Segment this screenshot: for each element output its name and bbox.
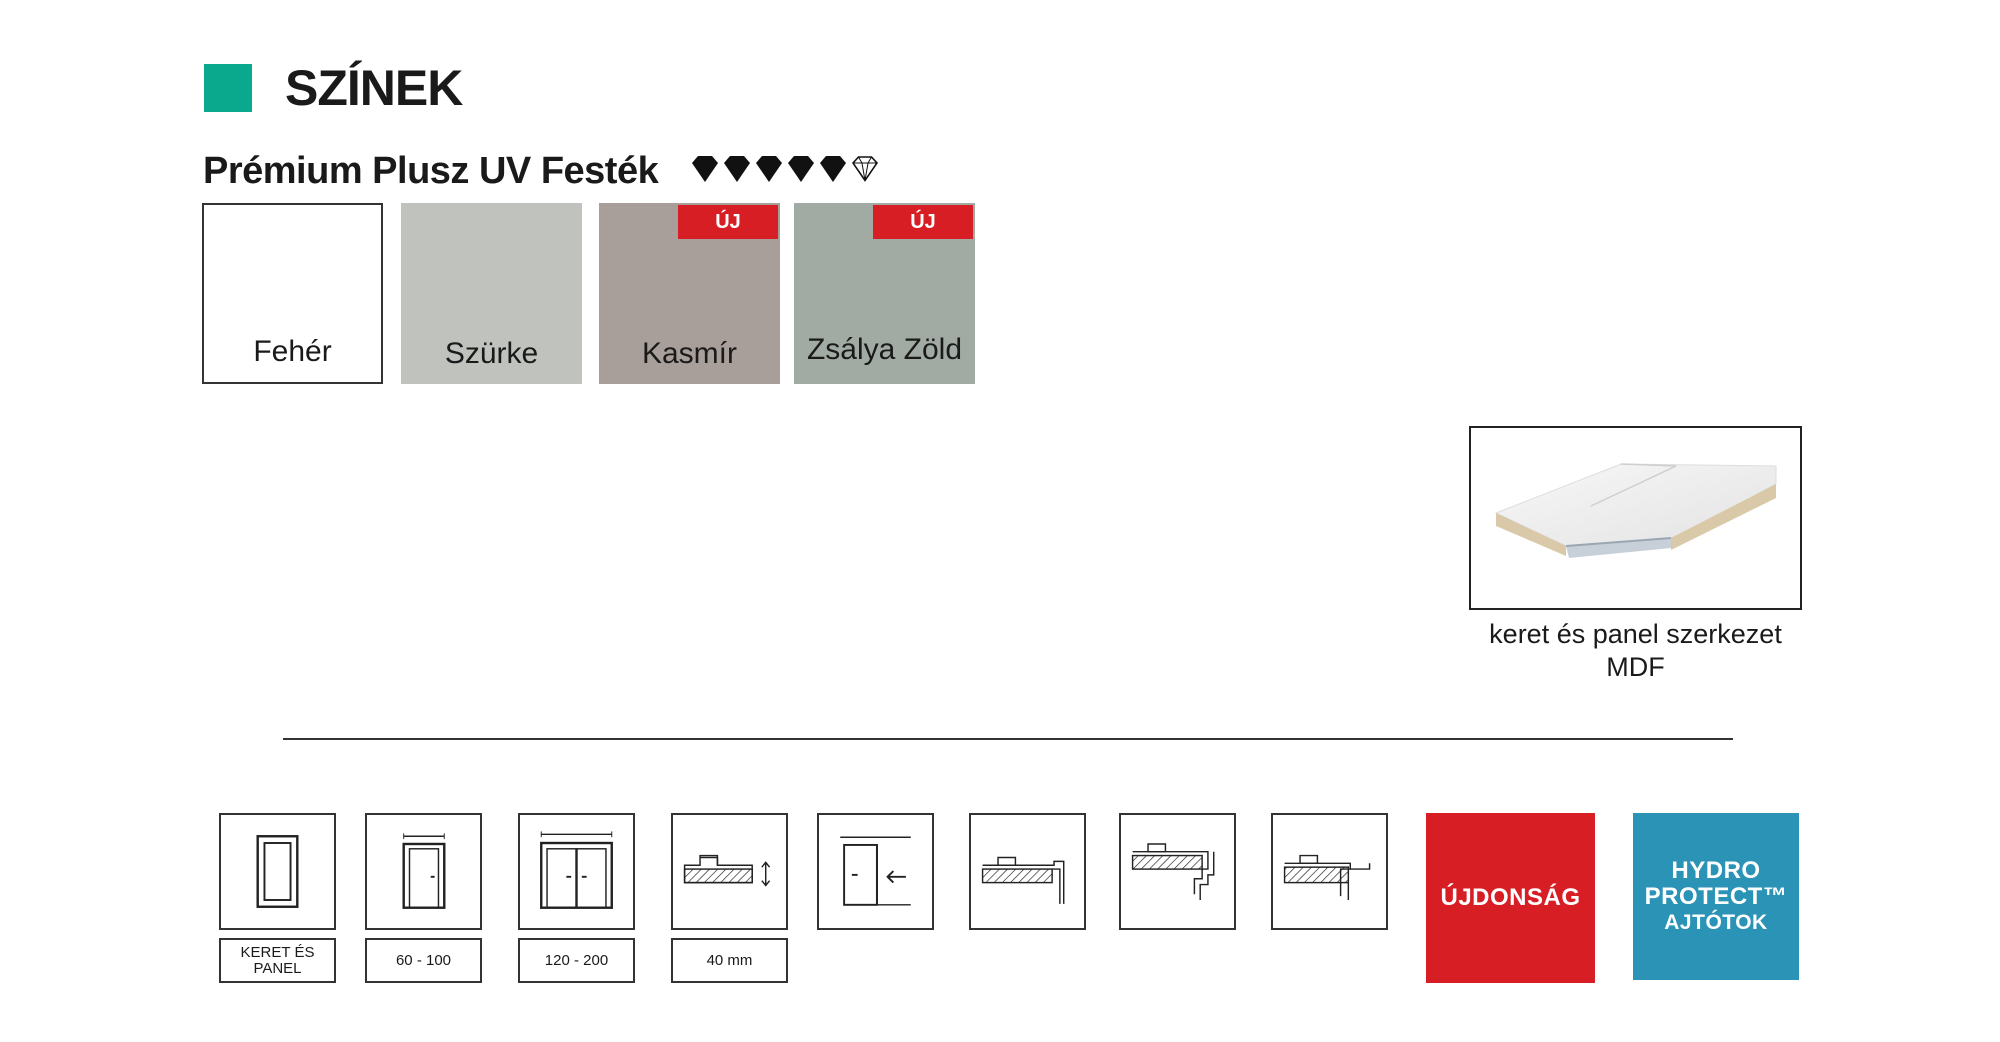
sliding-door-icon xyxy=(817,813,934,930)
diamond-filled-icon xyxy=(788,156,814,182)
diamond-filled-icon xyxy=(724,156,750,182)
hydro-line-1: HYDRO xyxy=(1671,856,1761,884)
new-badge: ÚJ xyxy=(873,205,973,239)
product-caption-1: keret és panel szerkezet xyxy=(1489,619,1782,649)
feature-label: KERET ÉS PANEL xyxy=(219,938,336,983)
door-cross-section-icon xyxy=(1494,463,1777,558)
section-title: SZÍNEK xyxy=(285,60,463,116)
swatch-label: Szürke xyxy=(444,337,539,370)
finish-name: Prémium Plusz UV Festék xyxy=(203,150,659,192)
section-accent-square xyxy=(204,64,252,112)
new-product-badge-text: ÚJDONSÁG xyxy=(1440,884,1581,911)
swatch-label: Fehér xyxy=(253,335,332,368)
frame-panel-icon xyxy=(219,813,336,930)
diamond-filled-icon xyxy=(692,156,718,182)
hydro-protect-badge: HYDRO PROTECT™ AJTÓTOK xyxy=(1633,813,1799,980)
diamond-outline-icon xyxy=(851,156,879,182)
color-swatch-kasmir[interactable]: ÚJ Kasmír xyxy=(599,203,780,384)
diamond-filled-icon xyxy=(820,156,846,182)
hydro-line-3: AJTÓTOK xyxy=(1664,910,1768,934)
hydro-line-2: PROTECT™ xyxy=(1644,882,1788,910)
feature-label: 120 - 200 xyxy=(518,938,635,983)
rebate-profile-1-icon xyxy=(969,813,1086,930)
new-product-badge: ÚJDONSÁG xyxy=(1426,813,1595,983)
rebate-profile-3-icon xyxy=(1271,813,1388,930)
door-thickness-icon xyxy=(671,813,788,930)
swatch-label: Kasmír xyxy=(641,337,737,370)
new-badge: ÚJ xyxy=(678,205,778,239)
product-caption-2: MDF xyxy=(1606,652,1665,682)
rebate-profile-2-icon xyxy=(1119,813,1236,930)
swatch-label: Zsálya Zöld xyxy=(806,333,963,366)
divider xyxy=(283,738,1733,740)
quality-rating xyxy=(690,154,880,184)
double-door-icon xyxy=(518,813,635,930)
color-swatch-zsalya-zold[interactable]: ÚJ Zsálya Zöld xyxy=(794,203,975,384)
color-swatch-feher[interactable]: Fehér xyxy=(202,203,383,384)
door-construction-image xyxy=(1469,426,1802,610)
color-swatch-szurke[interactable]: Szürke xyxy=(401,203,582,384)
feature-label: 60 - 100 xyxy=(365,938,482,983)
single-door-icon xyxy=(365,813,482,930)
diamond-filled-icon xyxy=(756,156,782,182)
feature-label: 40 mm xyxy=(671,938,788,983)
